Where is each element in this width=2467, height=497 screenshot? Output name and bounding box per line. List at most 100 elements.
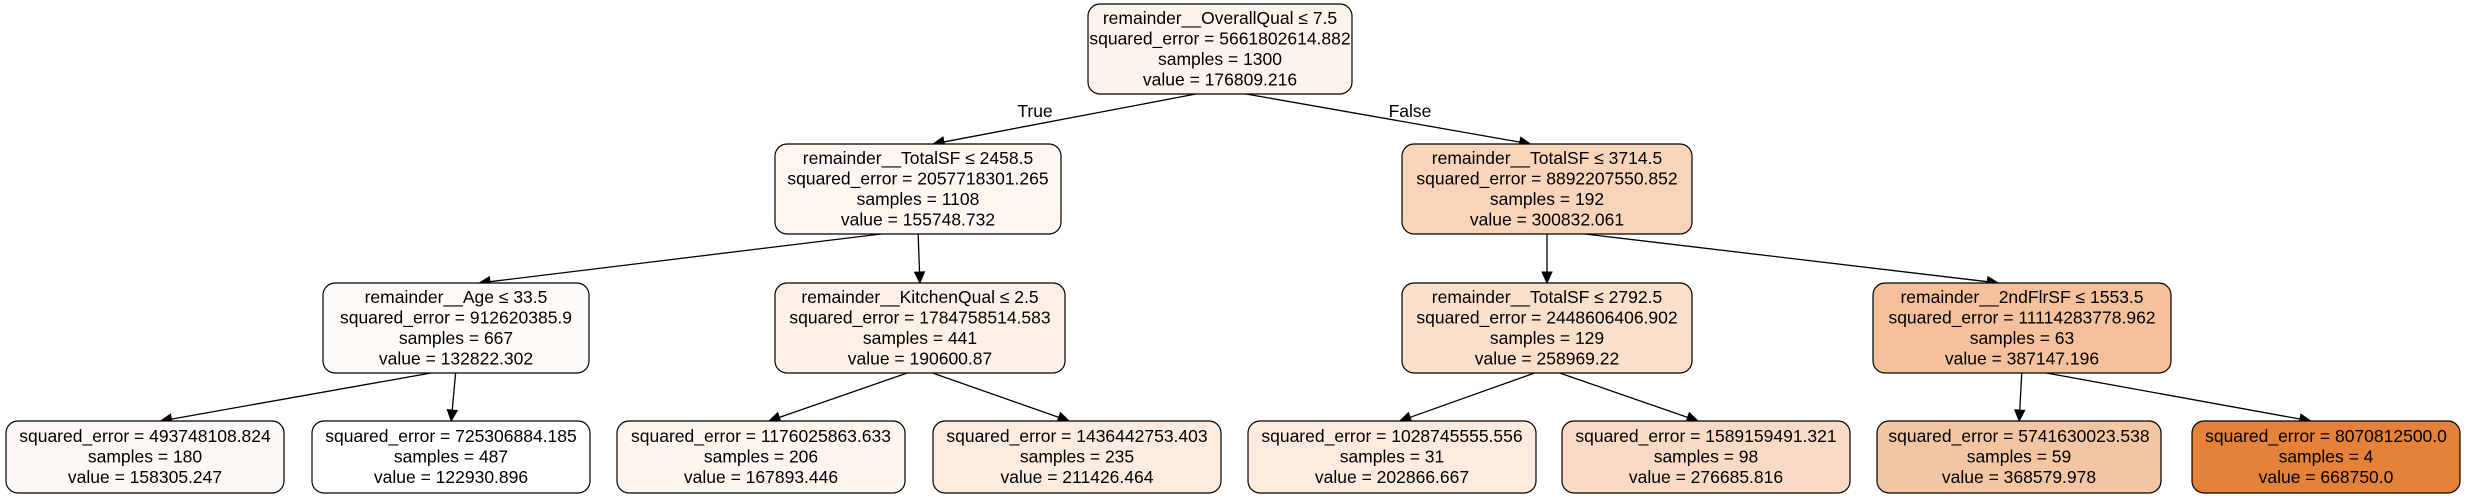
- tree-edge-n2-n4: [446, 372, 459, 423]
- node-box: [1876, 420, 2162, 494]
- node-text-line: value = 668750.0: [2259, 467, 2394, 487]
- node-text-line: squared_error = 11114283778.962: [1888, 307, 2155, 328]
- node-text-line: samples = 441: [863, 328, 977, 348]
- tree-edge-n9-n11: [1559, 372, 1700, 423]
- node-text-line: value = 211426.464: [1001, 467, 1154, 487]
- node-box: [1087, 3, 1353, 95]
- tree-edge-n2-n3: [159, 372, 432, 425]
- tree-edge-n12-n14: [2046, 372, 2312, 425]
- edge-line: [451, 372, 457, 411]
- node-text-line: samples = 667: [399, 328, 513, 348]
- node-text-line: squared_error = 8892207550.852: [1416, 168, 1677, 189]
- edge-line: [489, 233, 882, 283]
- tree-edge-n8-n9: [1541, 234, 1553, 285]
- node-box: [1401, 282, 1693, 374]
- node-text-line: samples = 206: [704, 447, 818, 467]
- node-text-line: samples = 1300: [1158, 49, 1282, 69]
- node-text-line: value = 202866.667: [1315, 467, 1469, 487]
- node-text-line: value = 158305.247: [68, 467, 222, 487]
- node-text-line: value = 167893.446: [684, 467, 838, 487]
- node-box: [1401, 143, 1693, 235]
- node-text-line: samples = 1108: [857, 189, 980, 209]
- node-text-line: value = 368579.978: [1942, 467, 2096, 487]
- node-text-line: squared_error = 5741630023.538: [1888, 426, 2149, 447]
- node-text-line: samples = 235: [1020, 447, 1134, 467]
- node-text-line: samples = 4: [2279, 447, 2374, 467]
- edge-arrowhead: [2014, 409, 2026, 423]
- edge-line: [943, 93, 1196, 143]
- node-text-line: value = 387147.196: [1945, 348, 2099, 368]
- node-text-line: squared_error = 493748108.824: [19, 426, 271, 447]
- tree-edge-n0-n8: False: [1246, 93, 1532, 148]
- node-box: [311, 420, 591, 494]
- node-text-line: samples = 59: [1967, 447, 2072, 467]
- node-box: [1247, 420, 1537, 494]
- node-text-line: remainder__Age ≤ 33.5: [365, 287, 548, 308]
- node-box: [774, 282, 1066, 374]
- node-text-line: samples = 180: [88, 447, 203, 467]
- node-text-line: value = 276685.816: [1629, 467, 1783, 487]
- node-box: [1561, 420, 1851, 494]
- edge-line: [2019, 372, 2023, 411]
- tree-edge-n1-n5: [913, 233, 926, 285]
- edge-line: [1559, 372, 1688, 419]
- node-text-line: value = 155748.732: [841, 209, 995, 229]
- node-text-line: samples = 31: [1340, 447, 1445, 467]
- tree-node-n5: remainder__KitchenQual ≤ 2.5squared_erro…: [774, 282, 1066, 374]
- tree-node-n12: remainder__2ndFlrSF ≤ 1553.5squared_erro…: [1872, 282, 2172, 374]
- node-text-line: squared_error = 2448606406.902: [1416, 307, 1677, 328]
- node-text-line: samples = 192: [1490, 189, 1604, 209]
- node-box: [2191, 420, 2461, 494]
- edge-line: [1246, 93, 1520, 143]
- node-text-line: samples = 63: [1970, 328, 2075, 348]
- tree-edge-n5-n6: [767, 372, 908, 423]
- node-text-line: remainder__TotalSF ≤ 2458.5: [803, 148, 1033, 169]
- edge-line: [779, 372, 908, 419]
- edge-arrowhead: [1541, 271, 1553, 285]
- node-text-line: squared_error = 8070812500.0: [2205, 426, 2447, 447]
- tree-edge-n9-n10: [1398, 372, 1535, 423]
- node-text-line: remainder__2ndFlrSF ≤ 1553.5: [1900, 287, 2143, 308]
- tree-edge-n1-n2: [477, 233, 882, 288]
- tree-edge-n5-n7: [932, 372, 1071, 423]
- node-box: [932, 420, 1222, 494]
- node-text-line: value = 190600.87: [848, 348, 993, 368]
- edge-line: [917, 233, 921, 273]
- nodes-layer: remainder__OverallQual ≤ 7.5squared_erro…: [5, 3, 2461, 494]
- edge-line: [932, 372, 1059, 418]
- node-text-line: squared_error = 1028745555.556: [1261, 426, 1522, 447]
- tree-edge-n12-n13: [2014, 372, 2026, 423]
- node-text-line: samples = 98: [1654, 447, 1759, 467]
- node-text-line: squared_error = 5661802614.882: [1089, 28, 1350, 49]
- node-text-line: squared_error = 1176025863.633: [631, 426, 891, 447]
- node-text-line: value = 176809.216: [1143, 69, 1297, 89]
- tree-node-n1: remainder__TotalSF ≤ 2458.5squared_error…: [774, 143, 1062, 235]
- node-text-line: remainder__KitchenQual ≤ 2.5: [801, 287, 1038, 308]
- tree-node-n9: remainder__TotalSF ≤ 2792.5squared_error…: [1401, 282, 1693, 374]
- node-box: [616, 420, 906, 494]
- node-text-line: squared_error = 725306884.185: [325, 426, 577, 447]
- node-box: [5, 420, 285, 494]
- tree-node-n8: remainder__TotalSF ≤ 3714.5squared_error…: [1401, 143, 1693, 235]
- node-text-line: value = 122930.896: [374, 467, 528, 487]
- node-text-line: squared_error = 2057718301.265: [787, 168, 1048, 189]
- edge-line: [171, 372, 432, 420]
- edge-line: [2046, 372, 2301, 420]
- node-text-line: squared_error = 1436442753.403: [946, 426, 1207, 447]
- edge-arrowhead: [446, 409, 459, 423]
- node-text-line: squared_error = 1784758514.583: [789, 307, 1050, 328]
- node-text-line: squared_error = 912620385.9: [340, 307, 572, 328]
- edges-layer: True False: [159, 93, 2312, 425]
- tree-edge-n0-n1: True: [931, 93, 1196, 148]
- edge-line: [1409, 372, 1535, 418]
- node-text-line: value = 132822.302: [379, 348, 533, 368]
- node-text-line: squared_error = 1589159491.321: [1575, 426, 1836, 447]
- node-text-line: samples = 487: [394, 447, 508, 467]
